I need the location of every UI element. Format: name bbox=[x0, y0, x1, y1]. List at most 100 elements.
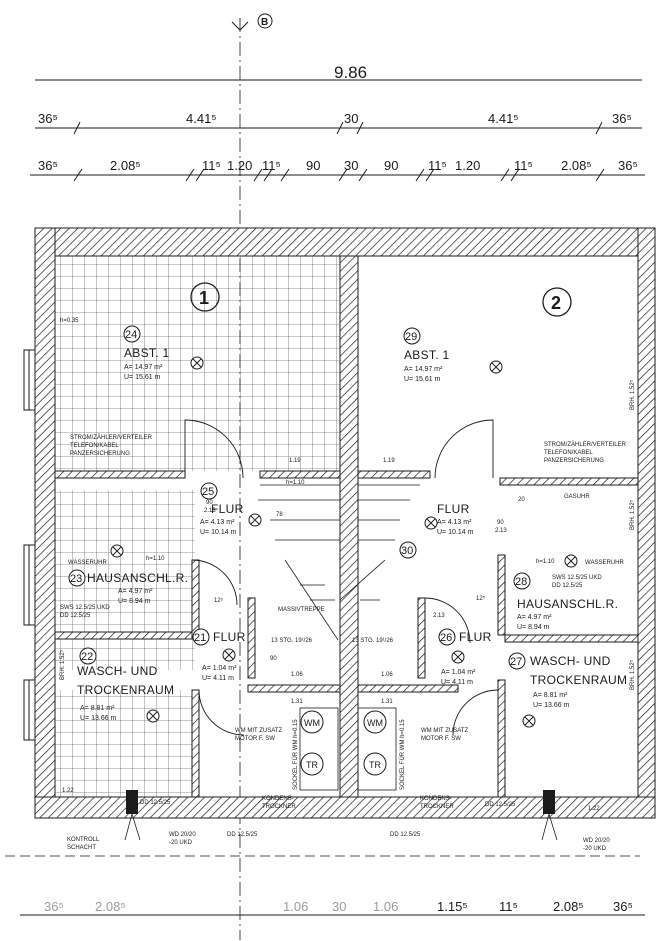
note-kondens-right-1: KONDENS- bbox=[420, 796, 452, 802]
dim-center: 30 bbox=[344, 111, 358, 126]
room-id: 28 bbox=[515, 576, 527, 588]
interior-walls bbox=[54, 470, 639, 798]
note-kondens-left-2: TROCKNER bbox=[262, 804, 296, 810]
room-perimeter: U= 15.61 m bbox=[404, 376, 441, 383]
annotations: STROM/ZÄHLER/VERTEILER TELEFON/KABEL PAN… bbox=[60, 318, 627, 852]
tr-right: TR bbox=[369, 760, 381, 770]
room-28: 28 HAUSANSCHL.R. A= 4.97 m² U= 8.94 m bbox=[513, 572, 618, 631]
note-wm-right-2: MOTOR F. SW bbox=[421, 736, 461, 742]
room-area: A= 1.04 m² bbox=[441, 669, 476, 676]
room-area: A= 8.81 m² bbox=[533, 692, 568, 699]
room-27: 27 WASCH- UND TROCKENRAUM A= 8.81 m² U= … bbox=[508, 652, 627, 709]
room-area: A= 4.13 m² bbox=[437, 519, 472, 526]
dim-row-2-label: 30 bbox=[344, 158, 358, 173]
note-dim-78: 78 bbox=[276, 512, 283, 518]
room-perimeter: U= 13.66 m bbox=[80, 715, 117, 722]
appliances: WM TR WM TR bbox=[299, 707, 397, 791]
note-h110-left: h=1.10 bbox=[286, 480, 305, 486]
dim-tick bbox=[185, 168, 195, 182]
note-brh-low: BRH. 1.52⁵ bbox=[629, 659, 636, 690]
room-name: FLUR bbox=[211, 502, 244, 516]
light-markers bbox=[110, 356, 578, 728]
exterior-walls bbox=[34, 227, 656, 819]
dim-tick bbox=[425, 168, 435, 182]
note-dim-125-left: 12⁵ bbox=[214, 597, 224, 604]
note-dd-bottom-right: DD 12.5/25 bbox=[485, 802, 516, 808]
room-23: 23 HAUSANSCHL.R. A= 4.97 m² U= 8.94 m bbox=[68, 569, 188, 605]
note-kondens-right-2: TROCKNER bbox=[420, 804, 454, 810]
dim-tick bbox=[338, 168, 348, 182]
room-perimeter: U= 4.11 m bbox=[202, 675, 234, 682]
bottom-dim-4: 36⁵ bbox=[613, 899, 633, 914]
room-perimeter: U= 10.14 m bbox=[200, 529, 237, 536]
dim-tick bbox=[500, 168, 510, 182]
dim-tick bbox=[195, 168, 205, 182]
room-area: A= 4.97 m² bbox=[517, 614, 552, 621]
room-29: 29 ABST. 1 A= 14.97 m² U= 15.61 m bbox=[403, 327, 449, 383]
room-id: 21 bbox=[194, 632, 206, 644]
room-perimeter: U= 8.94 m bbox=[118, 598, 151, 605]
note-wm-right-1: WM MIT ZUSATZ bbox=[421, 728, 468, 734]
note-dim-119-left: 1.19 bbox=[289, 458, 301, 464]
room-id: 22 bbox=[81, 651, 93, 663]
room-id: 29 bbox=[405, 331, 417, 343]
room-name: WASCH- UND bbox=[77, 664, 158, 678]
dim-row-2-label: 1.20 bbox=[227, 158, 252, 173]
note-stairs-right: 13 STG. 19¹/26 bbox=[352, 638, 394, 644]
room-22: 22 WASCH- UND TROCKENRAUM A= 8.81 m² U= … bbox=[77, 647, 174, 722]
dim-left-span: 4.41⁵ bbox=[186, 111, 217, 126]
light-fixture-icon bbox=[248, 513, 262, 527]
note-wd-right-1: WD 20/20 bbox=[583, 838, 610, 844]
unit-2-number: 2 bbox=[551, 293, 561, 313]
bottom-dim-faint-1: 36⁵ bbox=[44, 899, 64, 914]
note-dim-122-right: 1.22 bbox=[588, 806, 600, 812]
note-stairs-left: 13 STG. 19¹/26 bbox=[271, 638, 313, 644]
note-door-left: 90 bbox=[206, 500, 213, 506]
note-dim-20: 20 bbox=[518, 497, 525, 503]
bottom-dim-faint-5: 1.06 bbox=[373, 899, 398, 914]
note-strom-left-2: TELEFON/KABEL bbox=[70, 443, 119, 449]
note-h035: h=0.35 bbox=[60, 318, 79, 324]
note-dd-bottom-mid-left: DD 12.5/25 bbox=[227, 832, 258, 838]
room-name: WASCH- UND bbox=[530, 654, 611, 668]
stairs bbox=[258, 484, 420, 641]
note-h110-right: h=1.10 bbox=[536, 559, 555, 565]
note-sws-left-1: SWS 12.5/25 UKD bbox=[60, 605, 110, 611]
note-brh-left: BRH. 1.52⁵ bbox=[59, 649, 66, 680]
dim-row-2-label: 11⁵ bbox=[262, 158, 281, 173]
dim-tick bbox=[358, 168, 368, 182]
dim-left-end: 36⁵ bbox=[38, 111, 58, 126]
room-21: 21 FLUR A= 1.04 m² U= 4.11 m bbox=[192, 628, 245, 682]
room-name-2: TROCKENRAUM bbox=[77, 683, 174, 697]
room-name: HAUSANSCHL.R. bbox=[87, 571, 188, 585]
room-id: 25 bbox=[202, 486, 214, 498]
bottom-dim-3: 2.08⁵ bbox=[553, 899, 584, 914]
dim-row-2-label: 90 bbox=[306, 158, 320, 173]
tile-grid-unit-1 bbox=[55, 256, 340, 797]
room-perimeter: U= 15.61 m bbox=[124, 374, 161, 381]
note-kontroll-1: KONTROLL bbox=[67, 837, 100, 843]
dim-tick bbox=[415, 168, 425, 182]
floor-drains bbox=[124, 790, 558, 841]
note-dim-106-right: 1.06 bbox=[381, 672, 393, 678]
light-fixture-icon bbox=[190, 356, 204, 370]
room-id: 23 bbox=[70, 573, 82, 585]
room-name: ABST. 1 bbox=[124, 346, 169, 360]
light-fixture-icon bbox=[522, 714, 536, 728]
note-brh-mid: BRH. 1.52⁵ bbox=[629, 499, 636, 530]
note-dim-131-right: 1.31 bbox=[381, 699, 393, 705]
room-perimeter: U= 4.11 m bbox=[441, 679, 473, 686]
note-sws-right-1: SWS 12.5/25 UKD bbox=[552, 575, 602, 581]
room-name: ABST. 1 bbox=[404, 348, 449, 362]
dim-tick bbox=[73, 168, 83, 182]
note-dd-bottom-mid-right: DD 12.5/25 bbox=[390, 832, 421, 838]
room-26: 26 FLUR A= 1.04 m² U= 4.11 m bbox=[438, 628, 491, 686]
dim-row-2-label: 11⁵ bbox=[428, 158, 447, 173]
room-area: A= 14.97 m² bbox=[124, 364, 163, 371]
note-wm-left-2: MOTOR F. SW bbox=[235, 736, 275, 742]
dim-tick bbox=[280, 168, 290, 182]
note-door-right-h: 2.13 bbox=[495, 528, 507, 534]
room-25: 25 FLUR A= 4.13 m² U= 10.14 m bbox=[200, 482, 244, 536]
